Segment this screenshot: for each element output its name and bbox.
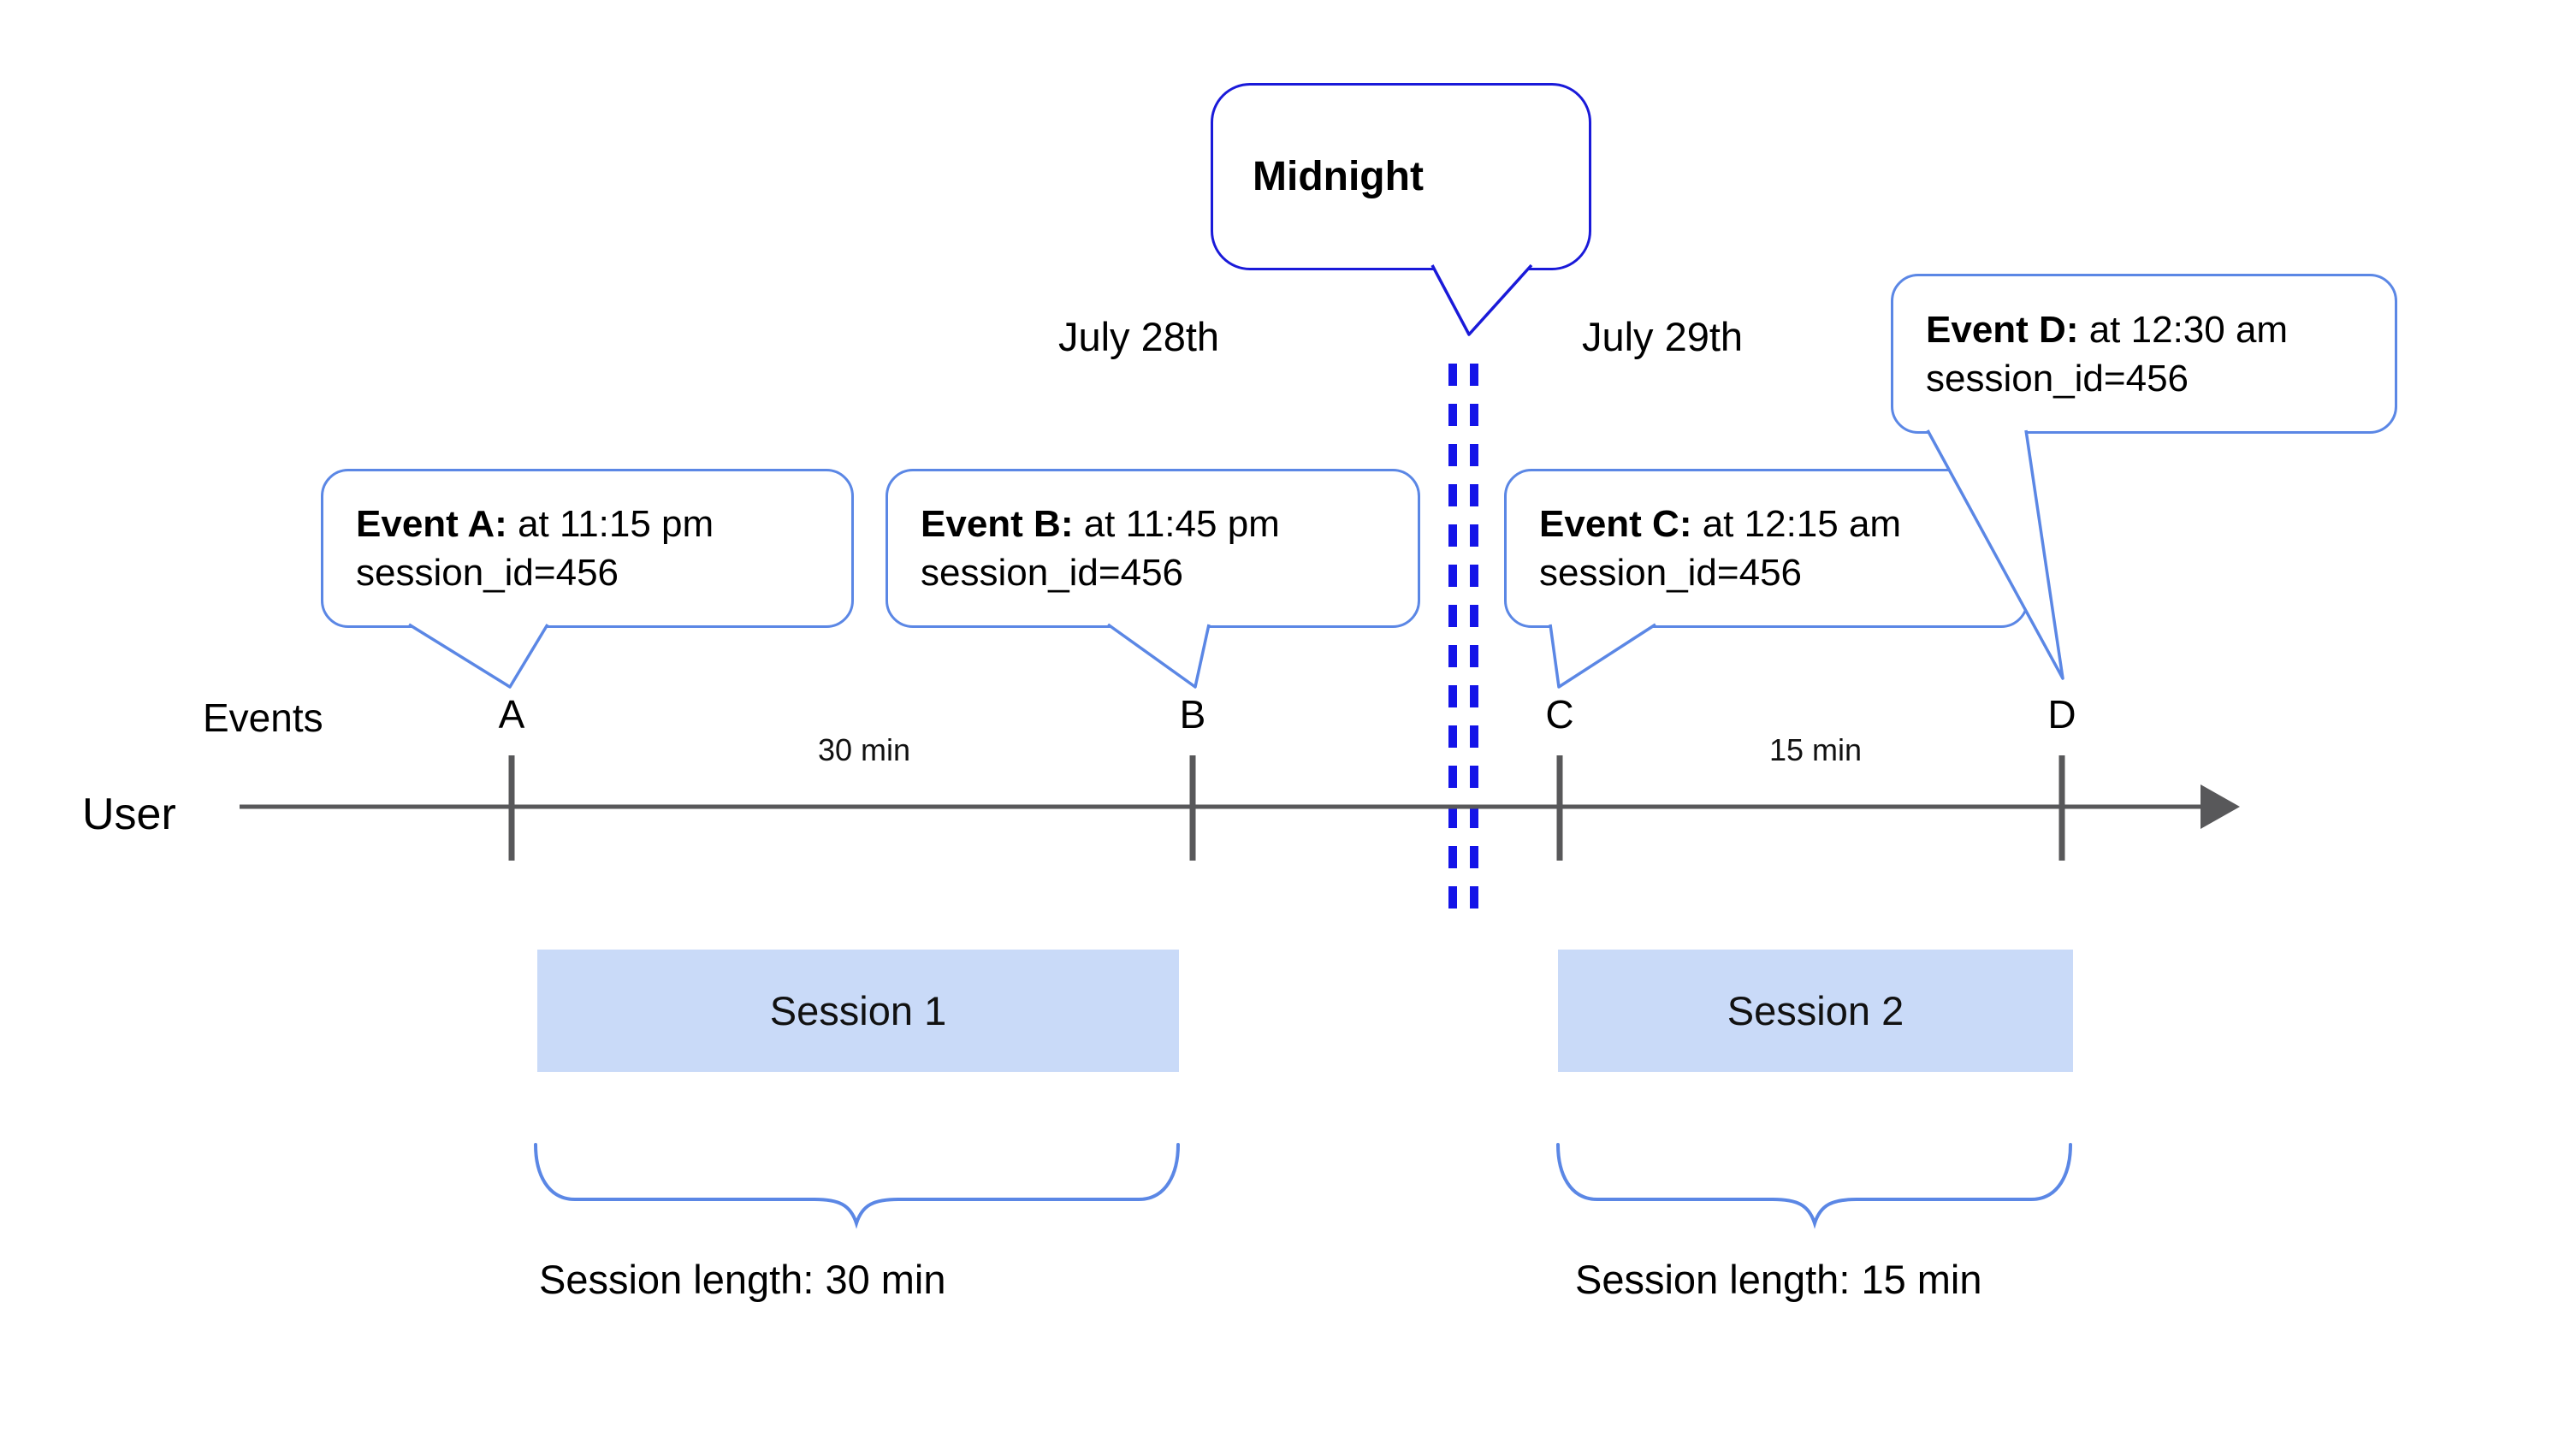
tick-label-d: D	[2047, 692, 2076, 737]
date-july-28: July 28th	[1057, 314, 1220, 359]
timeline-arrowhead	[2201, 784, 2240, 829]
event-a-callout-tail	[408, 623, 549, 689]
events-row-label: Events	[203, 695, 323, 740]
session1-box: Session 1	[537, 950, 1179, 1072]
event-a-callout: Event A: at 11:15 pm session_id=456	[321, 469, 854, 628]
midnight-dashed-line	[1448, 364, 1478, 920]
tick-label-c: C	[1545, 692, 1574, 737]
session2-brace	[1556, 1143, 2072, 1229]
tick-label-b: B	[1179, 692, 1206, 737]
session2-length-label: Session length: 15 min	[1575, 1257, 1982, 1302]
midnight-callout-text: Midnight	[1253, 154, 1424, 199]
event-b-callout-text: Event B: at 11:45 pm session_id=456	[921, 503, 1280, 594]
session-braces	[534, 1143, 2072, 1229]
session1-length-label: Session length: 30 min	[539, 1257, 946, 1302]
event-a-callout-text: Event A: at 11:15 pm session_id=456	[356, 503, 714, 594]
session1-box-label: Session 1	[769, 988, 947, 1033]
interval-30min-label: 30 min	[817, 732, 911, 767]
midnight-callout-tail	[1431, 263, 1533, 336]
midnight-callout: Midnight	[1211, 83, 1591, 270]
interval-15min-label: 15 min	[1768, 732, 1863, 767]
user-row-label: User	[82, 790, 176, 839]
event-d-callout: Event D: at 12:30 am session_id=456	[1891, 274, 2397, 434]
session2-box: Session 2	[1558, 950, 2073, 1072]
event-b-callout: Event B: at 11:45 pm session_id=456	[886, 469, 1420, 628]
event-c-callout: Event C: at 12:15 am session_id=456	[1504, 469, 2029, 628]
date-july-29: July 29th	[1581, 314, 1744, 359]
session2-box-label: Session 2	[1727, 988, 1904, 1033]
timeline-axis	[240, 755, 2240, 861]
session1-brace	[534, 1143, 1180, 1229]
tick-label-a: A	[498, 692, 525, 737]
event-c-callout-tail	[1549, 623, 1656, 689]
event-b-callout-tail	[1106, 623, 1211, 689]
event-d-callout-text: Event D: at 12:30 am session_id=456	[1926, 308, 2289, 400]
event-c-callout-text: Event C: at 12:15 am session_id=456	[1539, 503, 1902, 594]
